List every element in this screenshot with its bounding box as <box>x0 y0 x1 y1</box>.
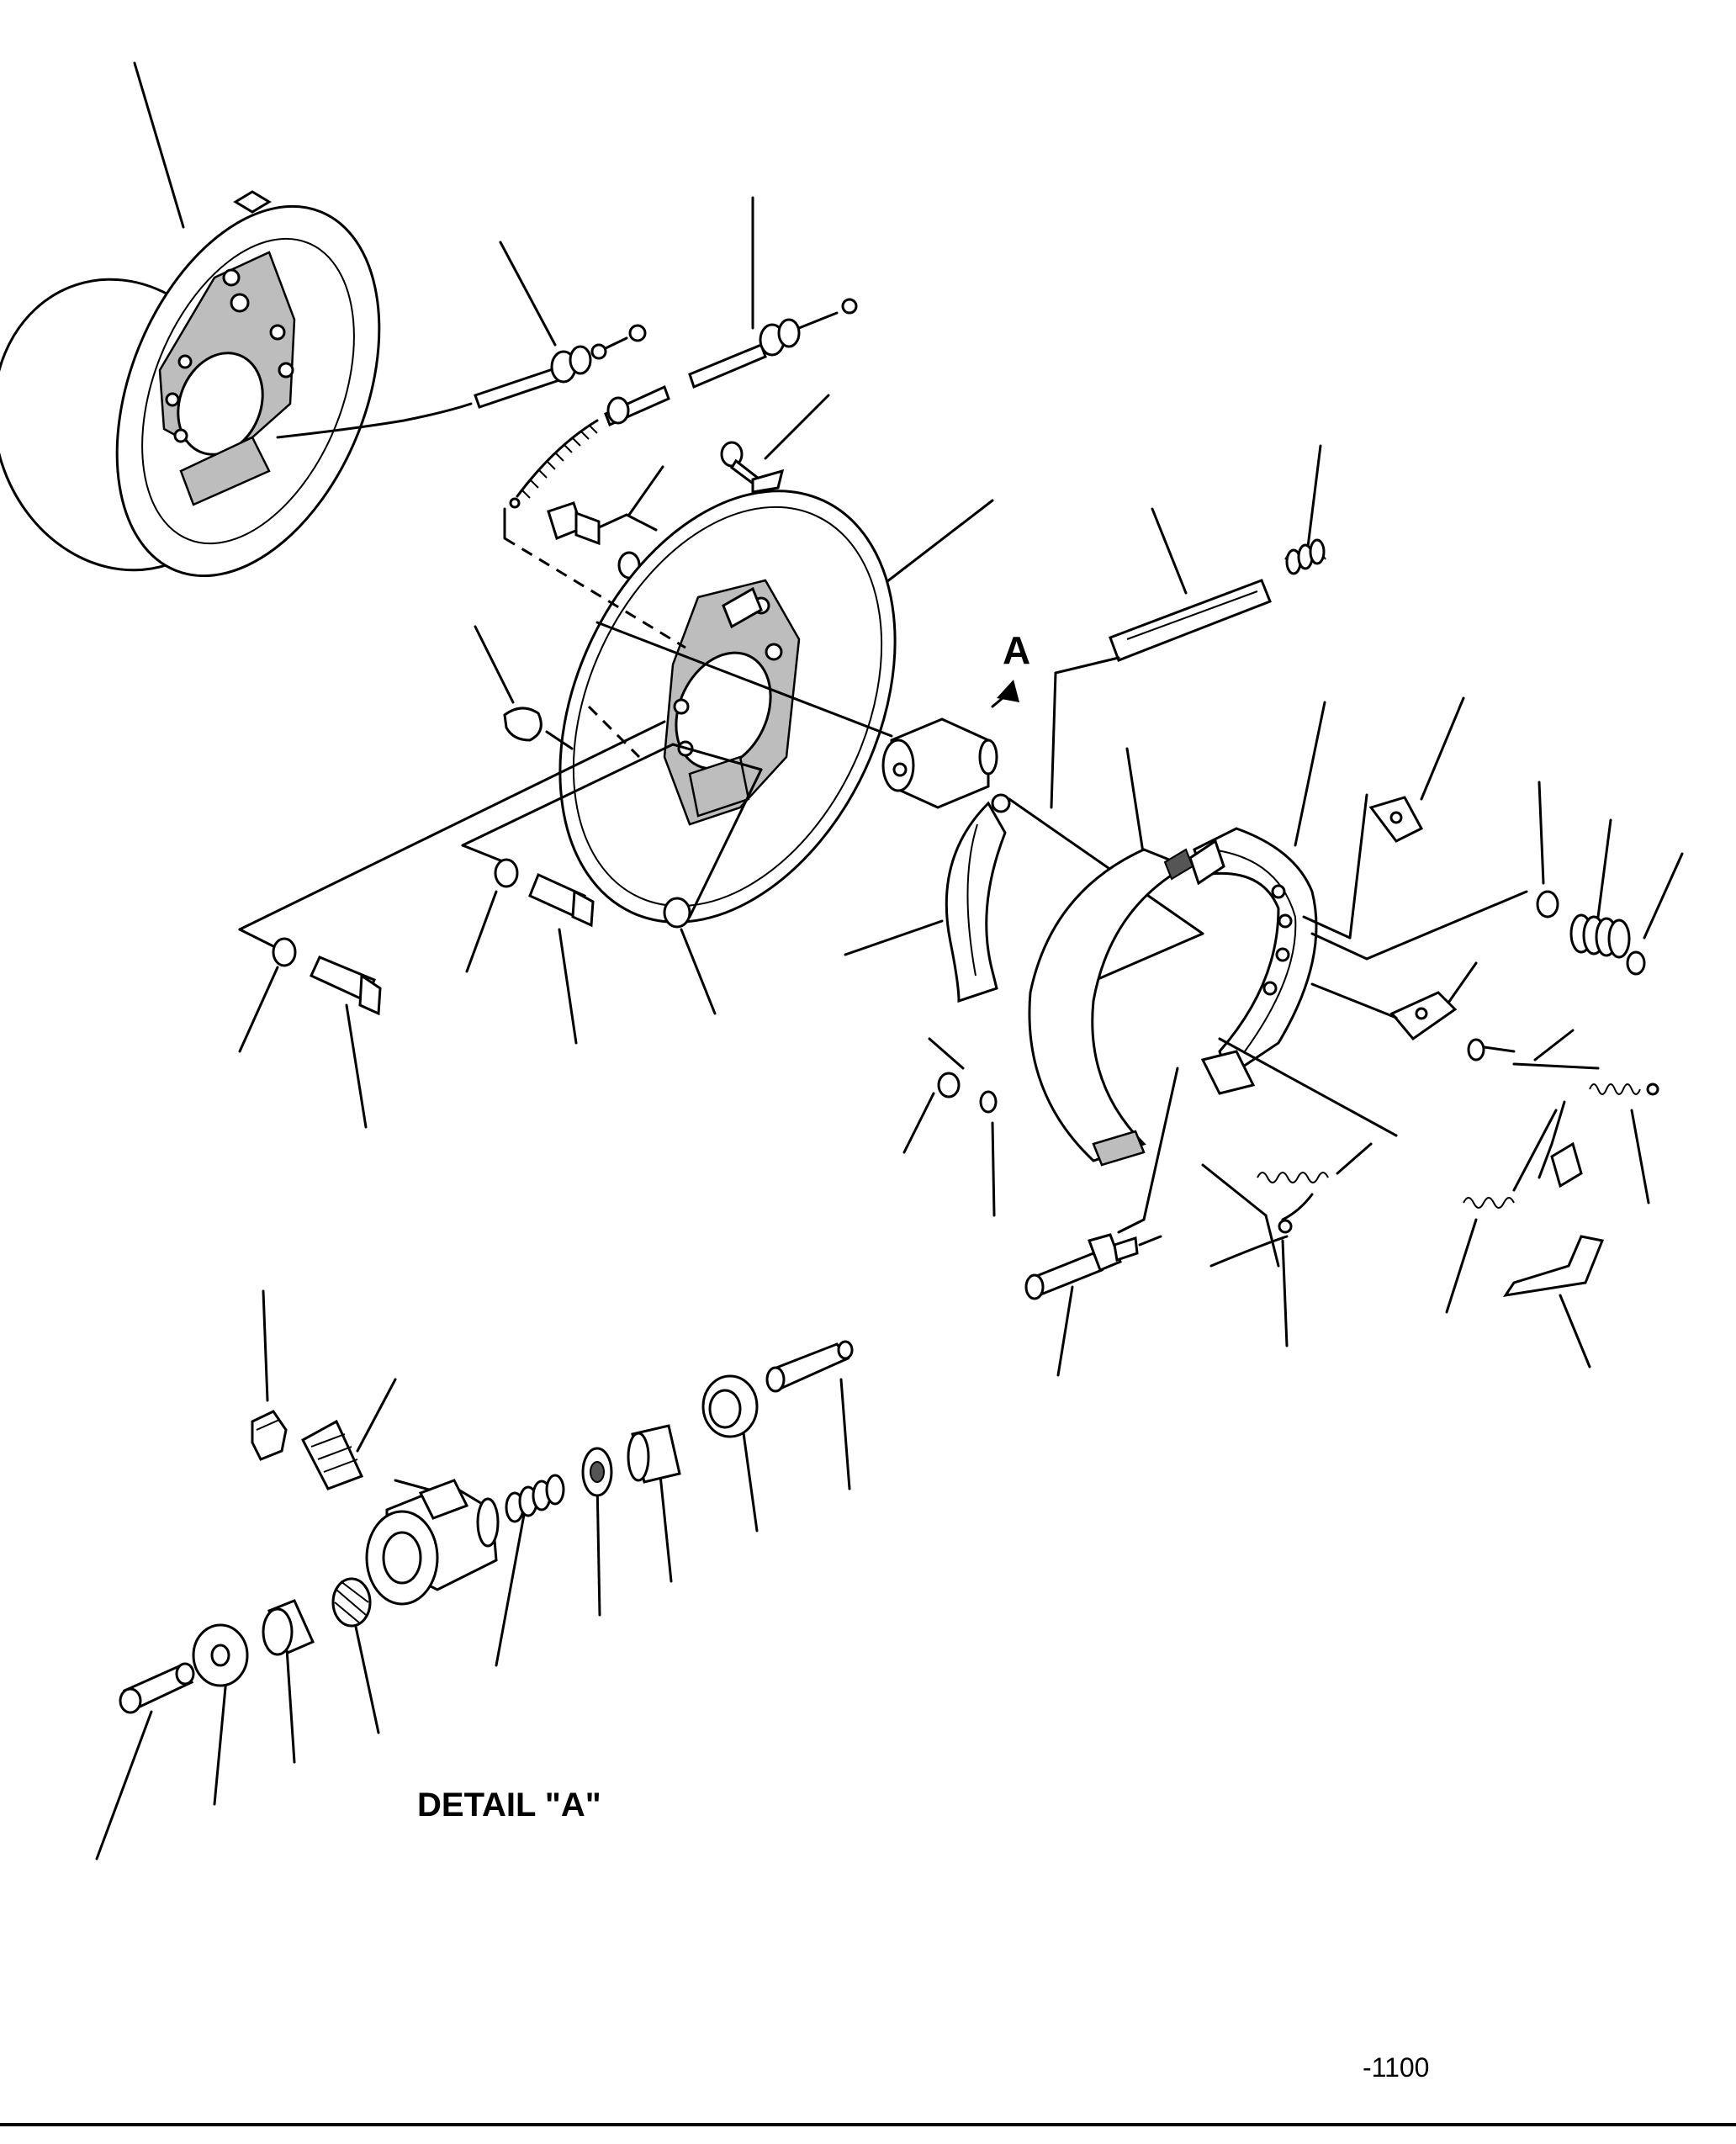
backing-plate-outer <box>0 61 473 578</box>
detail-label: DETAIL "A" <box>417 1787 601 1824</box>
detail-a-exploded-cylinder <box>95 1289 854 1861</box>
adjuster-strut <box>1050 444 1326 809</box>
parking-brake-cable <box>474 196 858 540</box>
brake-shoe-secondary <box>1028 701 1326 1234</box>
wheel-cylinder <box>595 621 1019 809</box>
bottom-rule <box>0 2123 1736 2126</box>
bleeder-cap <box>474 625 574 750</box>
brake-shoe-primary <box>844 793 1204 1003</box>
view-letter: A <box>1003 628 1031 672</box>
page-number: -1100 <box>1363 2052 1430 2083</box>
bolt-washer-upper <box>547 465 664 580</box>
lower-springs-and-pins <box>902 1037 1398 1377</box>
bolts-and-washers <box>238 720 763 1129</box>
return-springs <box>1302 696 1684 1368</box>
brake-drum-backing-plate <box>504 490 994 924</box>
